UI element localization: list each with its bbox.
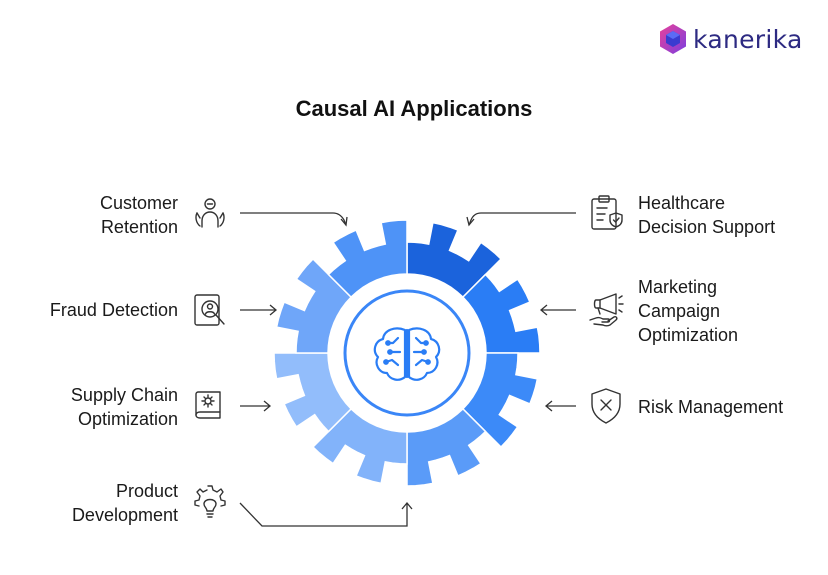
arrowhead-healthcare [466, 216, 475, 227]
product-development-icon [190, 482, 230, 522]
risk-management-icon [586, 386, 626, 426]
brand-name: kanerika [693, 24, 803, 54]
arrowhead-fraud-detection [269, 304, 278, 316]
arrowhead-customer-retention [340, 216, 348, 227]
arrowhead-marketing [539, 304, 548, 316]
arrow-healthcare [468, 212, 576, 226]
label-healthcare: Healthcare Decision Support [638, 193, 776, 237]
label-supply-chain: Supply Chain Optimization [70, 385, 178, 429]
label-product-development: Product Development [71, 481, 178, 525]
arrow-product-development [239, 502, 408, 527]
arrowhead-supply-chain [263, 400, 272, 412]
label-marketing: Marketing Campaign Optimization [638, 277, 739, 345]
arrow-customer-retention [240, 212, 347, 226]
arrowhead-risk-management [544, 400, 553, 412]
label-fraud-detection: Fraud Detection [49, 300, 178, 320]
label-customer-retention: Customer Retention [99, 193, 178, 237]
customer-retention-icon [190, 193, 230, 233]
kanerika-logo: kanerika [658, 22, 803, 56]
page-title: Causal AI Applications [295, 96, 533, 121]
fraud-detection-icon [190, 290, 230, 330]
supply-chain-icon [190, 386, 230, 426]
brain-circuit-icon [373, 327, 441, 381]
label-risk-management: Risk Management [638, 397, 784, 417]
center-ring [343, 289, 471, 417]
marketing-campaign-icon [586, 290, 626, 330]
kanerika-logo-icon [660, 24, 686, 54]
arrowhead-product-development [401, 501, 413, 510]
connectors [239, 212, 576, 527]
gear [273, 219, 541, 487]
healthcare-icon [586, 193, 626, 233]
